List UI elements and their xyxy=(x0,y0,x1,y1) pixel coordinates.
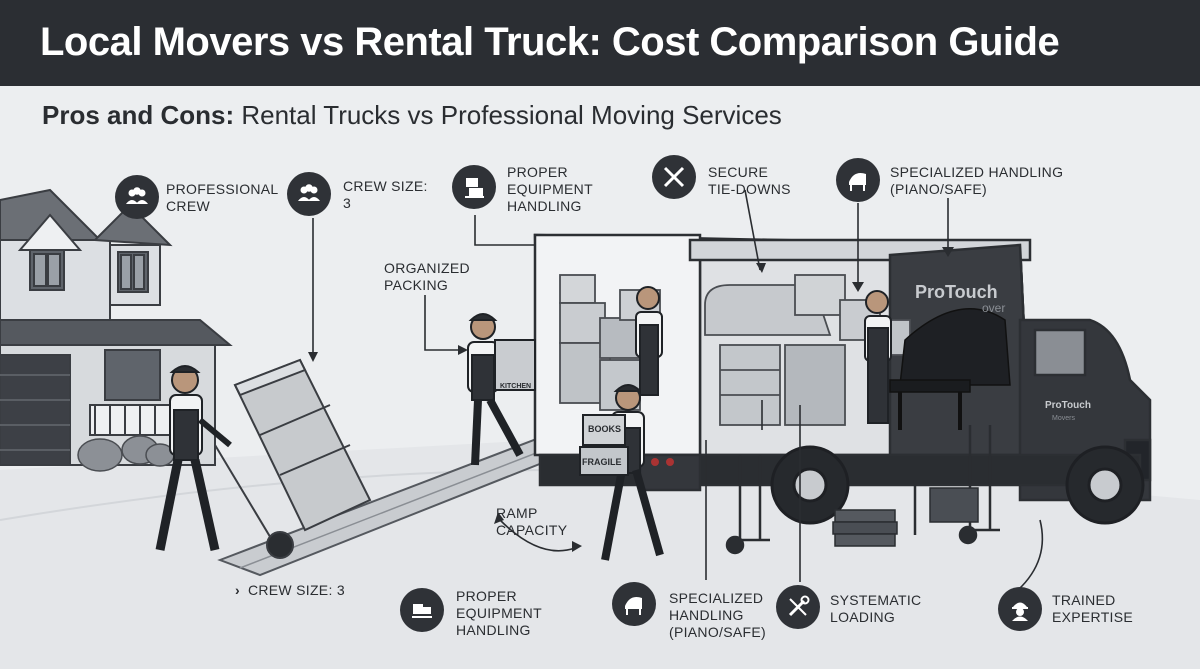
title-bar: Local Movers vs Rental Truck: Cost Compa… xyxy=(0,0,1200,86)
door-sub: Movers xyxy=(1052,415,1075,422)
piano-badge-top xyxy=(836,158,880,202)
group-icon xyxy=(298,184,320,201)
cargo xyxy=(559,274,911,426)
grand-piano-icon xyxy=(625,597,642,615)
label-proper-equipment-top: PROPER EQUIPMENT HANDLING xyxy=(507,164,593,214)
equipment-icon xyxy=(412,604,432,618)
crew-size-bottom-text: CREW SIZE: 3 xyxy=(247,582,345,598)
crew-size-badge-top xyxy=(287,172,331,216)
label-specialized-top: SPECIALIZED HANDLING (PIANO/SAFE) xyxy=(890,164,1064,197)
page-title: Local Movers vs Rental Truck: Cost Compa… xyxy=(40,20,1060,64)
label-proper-equipment-bottom: PROPER EQUIPMENT HANDLING xyxy=(456,588,542,638)
group-icon xyxy=(126,187,148,204)
mover-5 xyxy=(864,290,892,424)
moving-blankets xyxy=(832,487,979,547)
label-secure-tie-downs: SECURE TIE-DOWNS xyxy=(708,164,791,197)
label-trained-expertise: TRAINED EXPERTISE xyxy=(1052,592,1134,625)
grand-piano-icon xyxy=(849,173,866,191)
equipment-badge-top xyxy=(452,165,496,209)
equipment-icon xyxy=(465,178,484,198)
label-systematic-loading: SYSTEMATIC LOADING xyxy=(830,592,922,625)
mover-2 xyxy=(467,313,536,466)
arrowheads xyxy=(308,247,954,552)
crew-badge-top-left xyxy=(115,175,159,219)
label-specialized-bottom: SPECIALIZED HANDLING (PIANO/SAFE) xyxy=(669,590,766,640)
leader-lines xyxy=(312,189,1044,591)
loading-badge xyxy=(776,585,820,629)
tools-cross-icon xyxy=(663,166,685,188)
worker-helmet-icon xyxy=(1012,602,1028,621)
tie-downs-badge xyxy=(652,155,696,199)
hand-trucks xyxy=(725,425,1000,555)
label-organized-packing: ORGANIZED PACKING xyxy=(384,260,470,293)
box-label-books: BOOKS xyxy=(588,424,621,434)
refrigerator-dolly xyxy=(214,358,372,559)
box-label-fragile: FRAGILE xyxy=(582,457,622,467)
subtitle-bold: Pros and Cons: xyxy=(42,100,235,130)
mover-4 xyxy=(635,286,663,396)
label-crew-size-top: CREW SIZE: 3 xyxy=(343,178,428,211)
piano-badge-bottom xyxy=(612,582,656,626)
chevron-right-icon: › xyxy=(235,582,240,598)
label-ramp-capacity: RAMP CAPACITY xyxy=(496,505,568,538)
equipment-badge-bottom xyxy=(400,588,444,632)
label-professional-crew: PROFESSIONAL CREW xyxy=(166,181,279,214)
truck-brand: ProTouch xyxy=(915,282,998,302)
label-crew-size-bottom: › CREW SIZE: 3 xyxy=(235,582,345,599)
page-subtitle: Pros and Cons: Rental Trucks vs Professi… xyxy=(42,100,782,131)
expertise-badge xyxy=(998,587,1042,631)
wrench-icon xyxy=(788,595,810,617)
truck-brand-suffix: over xyxy=(982,301,1005,315)
grand-piano xyxy=(889,308,1011,430)
mover-1 xyxy=(155,365,232,551)
box-label-kitchen: KITCHEN xyxy=(500,383,531,390)
door-brand: ProTouch xyxy=(1045,400,1091,411)
mover-3 xyxy=(579,384,664,561)
truck-wheels xyxy=(770,445,1145,525)
subtitle-rest: Rental Trucks vs Professional Moving Ser… xyxy=(234,100,782,130)
